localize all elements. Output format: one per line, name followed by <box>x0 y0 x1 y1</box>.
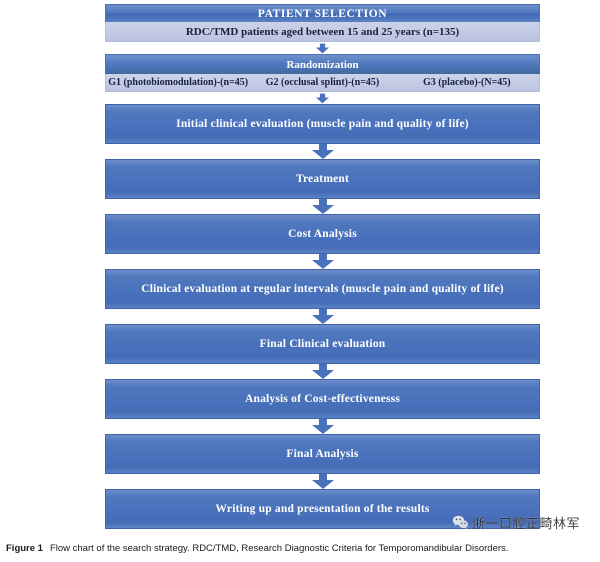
down-arrow-icon <box>311 144 334 159</box>
connector-arrow-4 <box>105 199 540 214</box>
step-treatment: Treatment <box>105 159 540 199</box>
connector-arrow-6 <box>105 309 540 324</box>
down-arrow-icon <box>311 309 334 324</box>
step-clinical-evaluation-regular-intervals: Clinical evaluation at regular intervals… <box>105 269 540 309</box>
step-final-analysis: Final Analysis <box>105 434 540 474</box>
step-analysis-cost-effectiveness: Analysis of Cost-effectivenesss <box>105 379 540 419</box>
connector-arrow-3 <box>105 144 540 159</box>
down-arrow-icon <box>315 93 330 103</box>
group-g3: G3 (placebo)-(N=45) <box>423 77 511 88</box>
patient-selection-subtitle: RDC/TMD patients aged between 15 and 25 … <box>105 22 540 42</box>
connector-arrow-1 <box>105 42 540 54</box>
step-writing-up-presentation: Writing up and presentation of the resul… <box>105 489 540 529</box>
down-arrow-icon <box>311 474 334 489</box>
step-final-clinical-evaluation: Final Clinical evaluation <box>105 324 540 364</box>
flow-chart: PATIENT SELECTION RDC/TMD patients aged … <box>105 4 540 529</box>
down-arrow-icon <box>311 364 334 379</box>
figure-caption: Figure 1 Flow chart of the search strateg… <box>6 543 596 554</box>
randomization-box: Randomization G1 (photobiomodulation)-(n… <box>105 54 540 92</box>
step-cost-analysis: Cost Analysis <box>105 214 540 254</box>
step-initial-clinical-evaluation: Initial clinical evaluation (muscle pain… <box>105 104 540 144</box>
randomization-title: Randomization <box>105 54 540 74</box>
connector-arrow-2 <box>105 92 540 104</box>
down-arrow-icon <box>311 419 334 434</box>
patient-selection-title: PATIENT SELECTION <box>105 4 540 22</box>
connector-arrow-8 <box>105 419 540 434</box>
patient-selection-box: PATIENT SELECTION RDC/TMD patients aged … <box>105 4 540 42</box>
randomization-groups: G1 (photobiomodulation)-(n=45) G2 (occlu… <box>105 74 540 92</box>
group-g1: G1 (photobiomodulation)-(n=45) <box>108 77 249 88</box>
down-arrow-icon <box>311 254 334 269</box>
group-g2: G2 (occlusal splint)-(n=45) <box>265 77 380 88</box>
figure-label: Figure 1 <box>6 543 43 554</box>
connector-arrow-7 <box>105 364 540 379</box>
down-arrow-icon <box>311 199 334 214</box>
figure-caption-text: Flow chart of the search strategy. RDC/T… <box>49 543 509 554</box>
connector-arrow-5 <box>105 254 540 269</box>
down-arrow-icon <box>315 43 330 53</box>
connector-arrow-9 <box>105 474 540 489</box>
